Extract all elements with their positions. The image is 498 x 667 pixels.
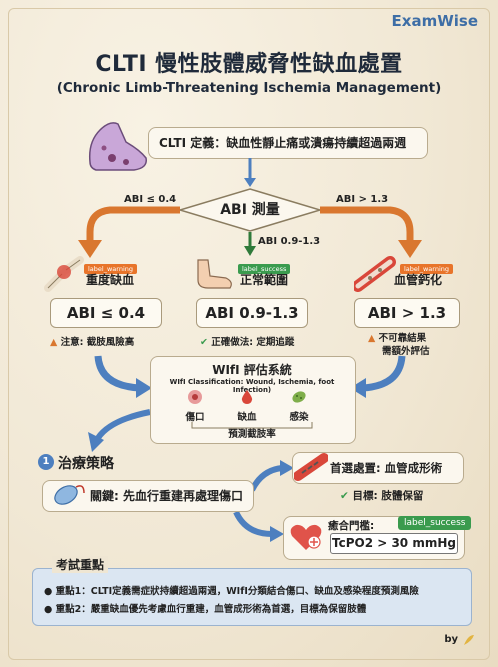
heart-icon [290, 524, 322, 550]
exam-point-1: ● 重點1：CLTI定義需症狀持續超過兩週，WIfI分類結合傷口、缺血及感染程度… [44, 586, 419, 597]
wifi-box [150, 356, 356, 444]
bone-fracture-icon [44, 256, 84, 292]
wifi-item-infection: 感染 [289, 412, 309, 423]
note-normal: ✔ 正確做法: 定期追蹤 [200, 337, 295, 348]
check-icon: ✔ [200, 337, 208, 348]
strategy-number: 1 [38, 454, 54, 470]
brand-logo: ExamWise [391, 12, 478, 30]
exam-title: 考試重點 [52, 556, 109, 573]
strategy-title: 治療策略 [58, 456, 114, 472]
strategy-key-text: 關鍵: 先血行重建再處理傷口 [90, 489, 243, 503]
warning-icon: ▲ [368, 333, 376, 344]
wifi-subtitle: WIfI Classification: Wound, Ischemia, fo… [169, 378, 335, 394]
wifi-title: WIfI 評估系統 [212, 363, 292, 377]
wound-icon [188, 390, 202, 404]
footer-by: by [444, 634, 458, 645]
bacteria-icon [292, 391, 306, 403]
logo-icon [464, 635, 474, 645]
healthy-foot-icon [197, 259, 232, 289]
category-name-normal: 正常範圍 [240, 273, 289, 287]
category-tag-normal: label_success [238, 256, 291, 275]
first-choice-text: 首選處置: 血管成形術 [330, 461, 443, 475]
healing-threshold-tag: label_success [398, 510, 472, 530]
check-icon: ✔ [340, 490, 349, 502]
exam-point-2: ● 重點2：嚴重缺血優先考慮血行重建，血管成形術為首選，目標為保留肢體 [44, 604, 367, 615]
abi-value-calcified: ABI > 1.3 [354, 298, 460, 328]
healing-threshold-value: TcPO2 > 30 mmHg [330, 533, 458, 554]
abi-measure-node: ABI 測量 [220, 202, 280, 218]
category-name-calcified: 血管鈣化 [394, 273, 443, 287]
page-title: CLTI 慢性肢體威脅性缺血處置 [95, 52, 403, 77]
strategy-key-box [42, 480, 254, 512]
branch-label-right: ABI > 1.3 [336, 194, 389, 205]
note-calcified: ▲ 不可靠結果 需額外評估 [368, 333, 430, 357]
wifi-item-wound: 傷口 [185, 412, 205, 423]
category-tag-severe: label_warning [84, 256, 137, 275]
note-severe: ▲ 注意: 截肢風險高 [50, 337, 135, 348]
abi-value-normal: ABI 0.9-1.3 [196, 298, 308, 328]
balloon-catheter-icon [54, 485, 85, 505]
blood-drop-icon [241, 390, 253, 404]
abi-value-severe: ABI ≤ 0.4 [50, 298, 162, 328]
warning-icon: ▲ [50, 337, 58, 348]
exam-box [32, 568, 472, 626]
definition-box: CLTI 定義：缺血性靜止痛或潰瘍持續超過兩週 [148, 127, 428, 159]
wifi-item-ischemia: 缺血 [237, 412, 257, 423]
category-tag-calcified: label_warning [400, 256, 453, 275]
page-subtitle: (Chronic Limb-Threatening Ischemia Manag… [56, 80, 442, 96]
healing-threshold-label: 癒合門檻: [328, 520, 375, 532]
foot-ulcer-icon [88, 122, 147, 171]
page-border [8, 8, 490, 660]
predict-bracket [191, 422, 313, 429]
branch-label-center: ABI 0.9-1.3 [258, 236, 321, 247]
wifi-predict: 預測截肢率 [228, 429, 276, 440]
target-text: ✔ 目標: 肢體保留 [340, 490, 424, 502]
stent-icon [294, 453, 328, 481]
calcified-vessel-icon [354, 256, 396, 292]
branch-label-left: ABI ≤ 0.4 [124, 194, 177, 205]
category-name-severe: 重度缺血 [86, 273, 135, 287]
